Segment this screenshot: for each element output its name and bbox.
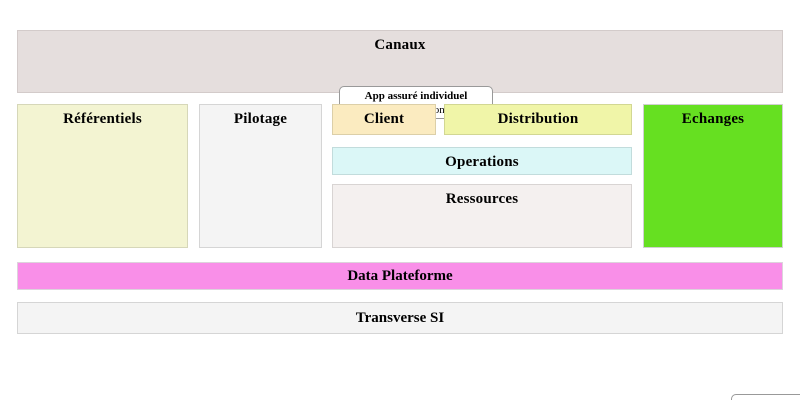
layer-data-plateforme[interactable]: Data Plateforme — [17, 262, 783, 290]
layer-distribution[interactable]: Distribution — [444, 104, 632, 135]
app-card-acceuil-physique[interactable]: Acceuil physique (Modification) — [731, 394, 800, 400]
app-card-name: App assuré individuel — [364, 90, 468, 102]
layer-client-label: Client — [363, 111, 405, 127]
layer-echanges-label: Echanges — [681, 111, 745, 127]
layer-canaux[interactable]: Canaux App assuré individuel (Modificati… — [17, 30, 783, 119]
layer-distribution-label: Distribution — [497, 111, 579, 127]
layer-referentiels-label: Référentiels — [63, 111, 142, 127]
layer-transverse-si[interactable]: Transverse SI — [17, 302, 783, 334]
layer-ressources[interactable]: Ressources Acceuil physique (Modificatio… — [332, 184, 800, 400]
layer-client[interactable]: Client — [332, 104, 436, 135]
layer-operations[interactable]: Operations — [332, 147, 632, 175]
layer-ressources-label: Ressources — [445, 191, 519, 207]
app-card-name: Acceuil physique — [740, 398, 800, 400]
layer-data-plateforme-label: Data Plateforme — [347, 268, 453, 284]
layer-referentiels[interactable]: Référentiels — [17, 104, 188, 248]
layer-pilotage-label: Pilotage — [233, 111, 288, 127]
layer-canaux-label: Canaux — [374, 37, 426, 53]
layer-echanges[interactable]: Echanges — [643, 104, 783, 248]
layer-pilotage[interactable]: Pilotage — [199, 104, 322, 248]
layer-transverse-si-label: Transverse SI — [355, 310, 445, 326]
layer-operations-label: Operations — [445, 154, 519, 170]
